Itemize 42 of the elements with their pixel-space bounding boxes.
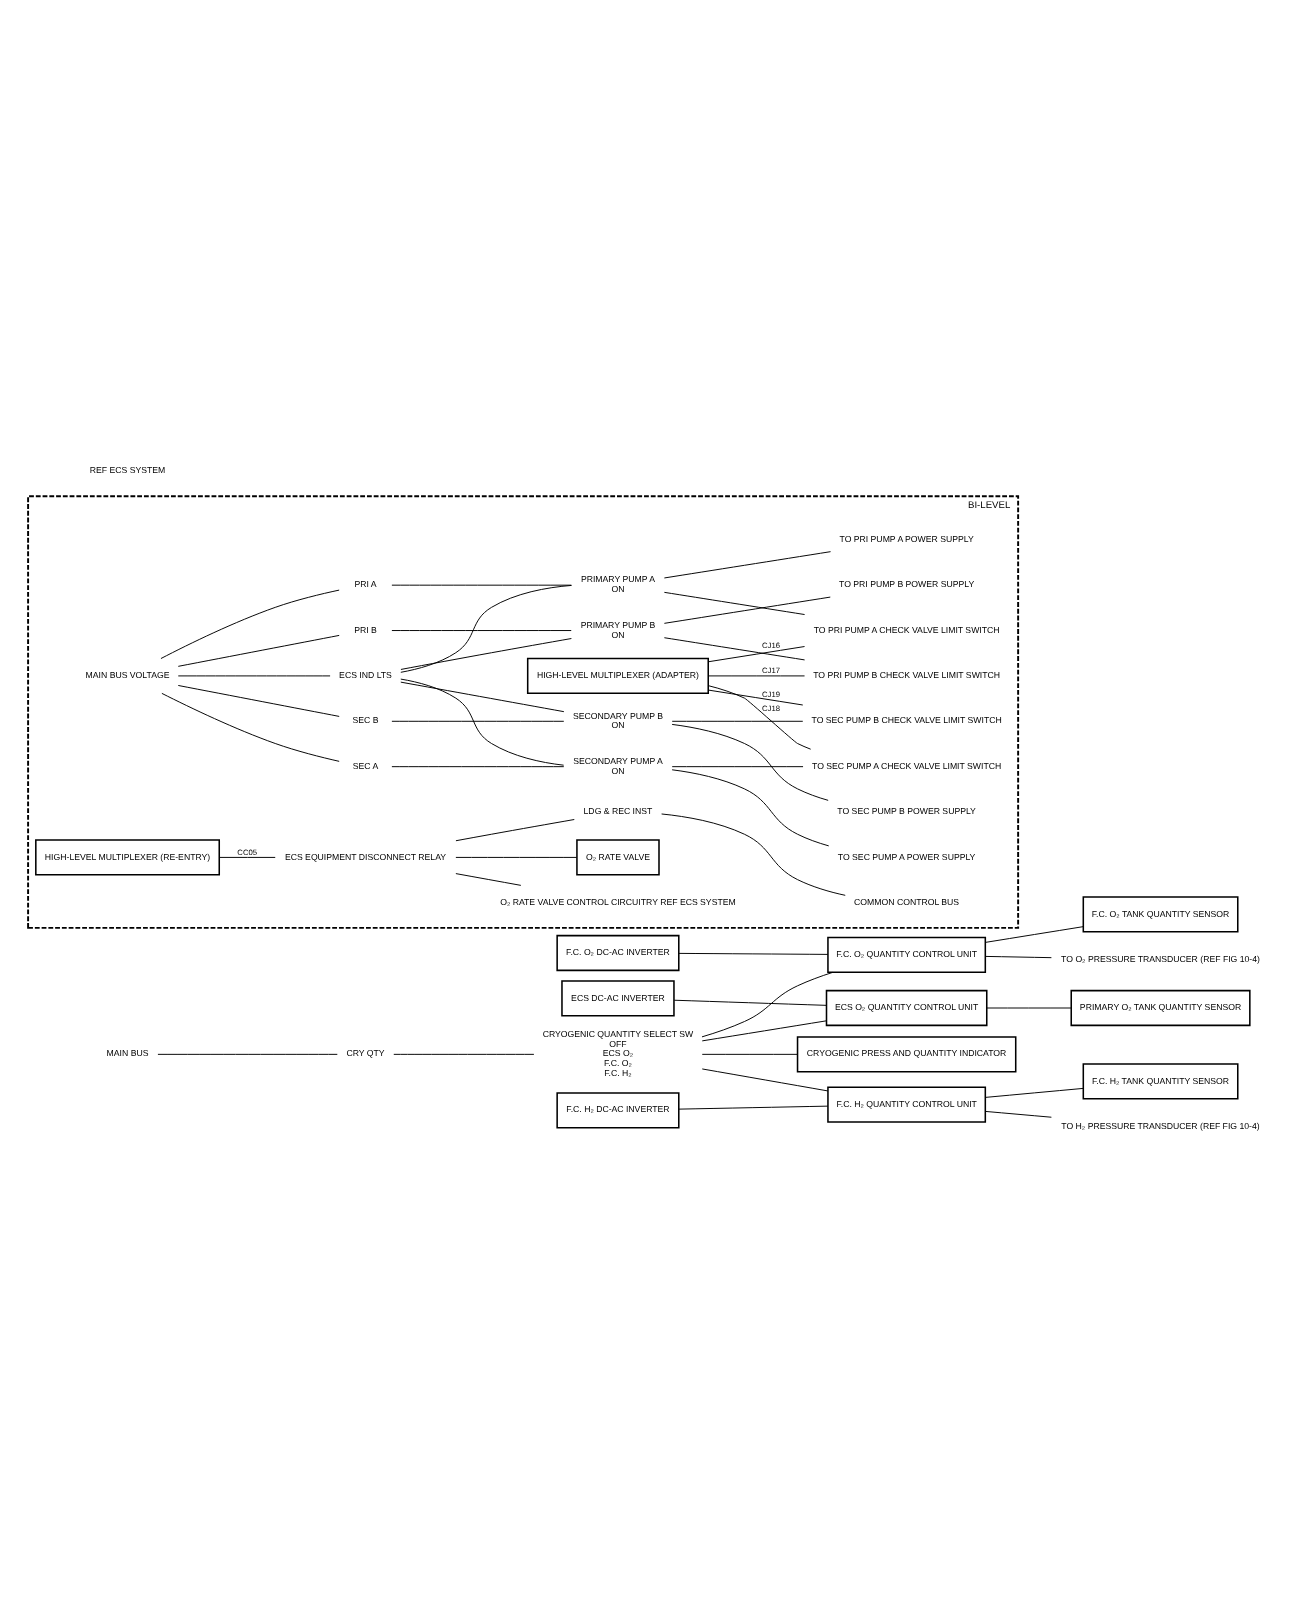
connector [708,675,806,677]
connector [455,819,575,842]
connector [391,720,565,722]
connector [663,591,806,616]
connector [985,1087,1084,1098]
connector [455,856,578,858]
connector [218,856,276,858]
connector [400,638,572,670]
connector [177,634,340,667]
connector [160,589,340,659]
connector [985,926,1084,943]
connector [708,646,806,663]
connector [455,873,522,886]
connector [986,1007,1072,1009]
connector [400,678,565,766]
connector [671,723,829,801]
connector [708,689,804,706]
connector [701,1068,829,1092]
connector [391,630,572,631]
connector [671,769,830,847]
connector [161,692,340,762]
connector [157,1053,338,1055]
connector [400,681,565,713]
connector [701,1053,798,1055]
connector [678,952,829,955]
connector [393,1053,535,1055]
connector [661,813,846,896]
connector [663,596,831,624]
connector [671,720,804,722]
connector [177,685,340,717]
connector [701,1020,827,1042]
connector [663,637,806,661]
connector [663,551,832,579]
connector [708,685,812,750]
connector [391,766,565,768]
connector [985,1110,1052,1118]
connector [671,766,804,768]
connector [678,1105,829,1110]
connector [400,584,573,673]
connector [985,955,1052,959]
connector [673,999,827,1006]
connector [701,971,834,1038]
